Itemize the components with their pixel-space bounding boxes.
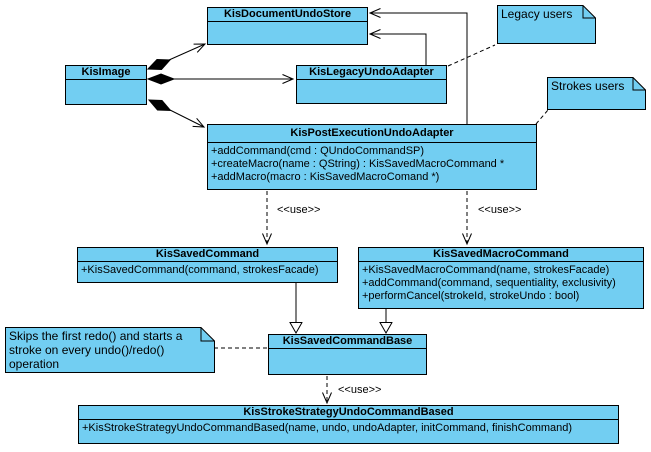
class-kislegacyundoadapter[interactable]: KisLegacyUndoAdapter: [296, 65, 447, 104]
composition-kisimage-to-postexec: [147, 99, 206, 128]
method: +addCommand(command, sequentiality, excl…: [362, 277, 616, 289]
class-kissavedcommand[interactable]: KisSavedCommand +KisSavedCommand(command…: [77, 247, 338, 283]
class-methods: +KisSavedCommand(command, strokesFacade): [78, 262, 337, 277]
class-methods: +KisStrokeStrategyUndoCommandBased(name,…: [79, 420, 618, 435]
note-shape: [547, 77, 646, 110]
method: +performCancel(strokeId, strokeUndo : bo…: [362, 290, 580, 302]
method: +addMacro(macro : KisSavedMacroComand *): [211, 171, 440, 183]
class-body: [269, 349, 426, 374]
use-stereotype-label: <<use>>: [338, 384, 382, 396]
note-anchor-legacy-users: [447, 44, 496, 67]
use-stereotype-label: <<use>>: [478, 204, 522, 216]
class-kissavedcommandbase[interactable]: KisSavedCommandBase: [268, 334, 427, 375]
class-title: KisSavedMacroCommand: [359, 248, 643, 262]
class-kisstrokestrategyundocommandbased[interactable]: KisStrokeStrategyUndoCommandBased +KisSt…: [78, 405, 619, 444]
note-text: Legacy users: [501, 7, 573, 21]
note-legacy-users[interactable]: Legacy users: [497, 5, 596, 44]
method: +KisStrokeStrategyUndoCommandBased(name,…: [82, 422, 573, 434]
class-body: [66, 80, 146, 104]
method: +addCommand(cmd : QUndoCommandSP): [211, 145, 425, 157]
class-title: KisSavedCommand: [78, 248, 337, 262]
class-title: KisPostExecutionUndoAdapter: [208, 125, 536, 143]
class-kissavedmacrocommand[interactable]: KisSavedMacroCommand +KisSavedMacroComma…: [358, 247, 644, 309]
class-kisimage[interactable]: KisImage: [65, 65, 147, 105]
composition-kisimage-to-docstore: [146, 43, 207, 71]
class-methods: +addCommand(cmd : QUndoCommandSP) +creat…: [208, 143, 536, 184]
note-shape: [497, 5, 596, 44]
note-text: Skips the first redo() and starts a stro…: [9, 329, 183, 371]
method: +KisSavedCommand(command, strokesFacade): [81, 264, 319, 276]
class-kispostexecutionundoadapter[interactable]: KisPostExecutionUndoAdapter +addCommand(…: [207, 124, 537, 190]
association-legacyadapter-to-docstore: [368, 29, 427, 65]
use-stereotype-label: <<use>>: [277, 204, 321, 216]
class-body: [297, 80, 446, 103]
composition-kisimage-to-legacyadapter: [146, 73, 295, 85]
class-kisdocumentundostore[interactable]: KisDocumentUndoStore: [207, 7, 368, 45]
note-text: Strokes users: [551, 79, 625, 93]
method: +KisSavedMacroCommand(name, strokesFacad…: [362, 264, 610, 276]
class-title: KisDocumentUndoStore: [208, 8, 367, 22]
class-title: KisImage: [66, 66, 146, 80]
class-title: KisStrokeStrategyUndoCommandBased: [79, 406, 618, 420]
class-methods: +KisSavedMacroCommand(name, strokesFacad…: [359, 262, 643, 303]
class-title: KisSavedCommandBase: [269, 335, 426, 349]
association-postexec-to-docstore: [368, 8, 468, 124]
note-shape: [5, 327, 215, 373]
class-title: KisLegacyUndoAdapter: [297, 66, 446, 80]
note-anchor-strokes-users: [535, 109, 549, 125]
method: +createMacro(name : QString) : KisSavedM…: [211, 158, 505, 170]
class-body: [208, 22, 367, 44]
note-skips-redo[interactable]: Skips the first redo() and starts a stro…: [5, 327, 215, 373]
note-strokes-users[interactable]: Strokes users: [547, 77, 646, 110]
